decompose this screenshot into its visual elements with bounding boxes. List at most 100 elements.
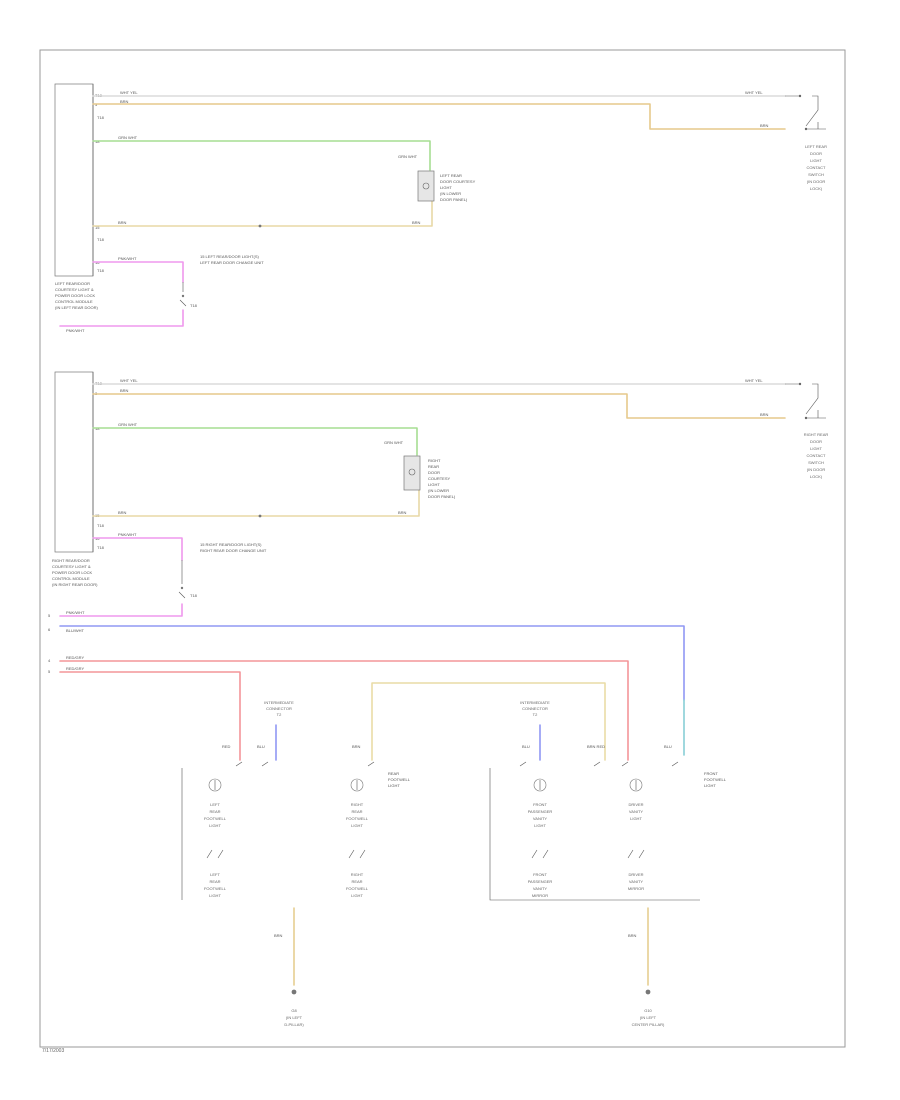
wire-label: PNK/WHT (118, 532, 137, 537)
connector-caption: CONNECTOR (522, 706, 548, 711)
lamp-caption: LEFT (210, 802, 220, 807)
switch-caption: CONTACT (806, 453, 826, 458)
wire-label: BRN (352, 744, 361, 749)
lamp-caption: DOOR (428, 470, 440, 475)
switch-caption: LIGHT (351, 893, 363, 898)
lamp-caption: REAR (209, 809, 220, 814)
circuit-note: RIGHT REAR DOOR CHANGE UNIT (200, 548, 267, 553)
module-caption: RIGHT REAR/DOOR (52, 558, 90, 563)
wire-label: BRN (398, 510, 407, 515)
connector-caption: INTERMEDIATE (520, 700, 550, 705)
switch-caption: FOOTWELL (204, 886, 227, 891)
switch-caption: FRONT (533, 872, 547, 877)
wire-label: T18 (190, 303, 198, 308)
switch-caption: DRIVER (628, 872, 643, 877)
lamp-caption: FOOTWELL (346, 816, 369, 821)
diagram-border (39, 49, 846, 1048)
switch-caption: RIGHT REAR (804, 432, 829, 437)
switch-caption: LEFT (210, 872, 220, 877)
ground-label: G8 (291, 1008, 297, 1013)
switch-caption: VANITY (629, 879, 643, 884)
lamp-caption: LIGHT (534, 823, 546, 828)
switch-caption: MIRROR (628, 886, 644, 891)
front-passenger-vanity-light (531, 778, 549, 859)
lamp-caption: LIGHT (630, 816, 642, 821)
switch-caption: DOOR (810, 439, 822, 444)
right-rear-footwell-light (348, 778, 366, 859)
wire-label: BRN (118, 220, 127, 225)
front-footwell-caption: FRONT (704, 771, 718, 776)
driver-vanity-light (627, 778, 645, 859)
ground-label: D-PILLAR) (284, 1022, 304, 1027)
wire-green-white (92, 140, 431, 171)
wire-label: WHT YEL (120, 378, 138, 383)
wire-label: BRN RED (587, 744, 605, 749)
wire-label: GRN WHT (384, 440, 404, 445)
module-caption: (IN LEFT REAR DOOR) (55, 305, 98, 310)
left-rear-footwell-light (206, 778, 224, 859)
wire-label: PNK/WHT (66, 328, 85, 333)
switch-caption: VANITY (533, 886, 547, 891)
wire-label: RED/GRY (66, 655, 84, 660)
lamp-caption: RIGHT (351, 802, 364, 807)
wire-label: BRN (760, 123, 769, 128)
module-caption: CONTROL MODULE (55, 299, 93, 304)
pin-label: 6 (48, 627, 51, 632)
switch-caption: LOCK) (810, 186, 823, 191)
lamp-caption: FOOTWELL (204, 816, 227, 821)
door-contact-switch (785, 382, 826, 420)
wire-label: BLU (664, 744, 672, 749)
wire-label: BLU (257, 744, 265, 749)
footer-date: 7/17/2003 (42, 1048, 64, 1054)
switch-caption: FOOTWELL (346, 886, 369, 891)
lamp-side-caption: LIGHT (388, 783, 400, 788)
module-caption: COURTESY LIGHT & (55, 287, 94, 292)
lamp-caption: COURTESY (428, 476, 450, 481)
wire-label: GRN WHT (118, 422, 138, 427)
pin-label: 5 (48, 669, 51, 674)
wire-pink (92, 261, 184, 283)
wire-label: GRN WHT (118, 135, 138, 140)
pin-label: T18 (97, 115, 105, 120)
lamp-caption: VANITY (533, 816, 547, 821)
switch-caption: PASSENGER (528, 879, 553, 884)
wire-brown-tan (92, 393, 786, 419)
wire-brown-lamp (92, 489, 420, 517)
switch-caption: (IN DOOR (807, 179, 826, 184)
pin-label: T18 (97, 523, 105, 528)
wire-label: BRN (274, 933, 283, 938)
module-caption: CONTROL MODULE (52, 576, 90, 581)
lamp-side-caption: REAR (388, 771, 399, 776)
lamp-caption: LIGHT (351, 823, 363, 828)
switch-caption: LIGHT (810, 446, 822, 451)
pin-label: T18 (97, 268, 105, 273)
front-footwell-caption: FOOTWELL (704, 777, 727, 782)
wire-label: BRN (118, 510, 127, 515)
wire-green-white (92, 427, 418, 456)
connector-caption: T2 (277, 712, 282, 717)
switch-caption: LOCK) (810, 474, 823, 479)
switch-caption: SWITCH (808, 460, 824, 465)
front-footwell-caption: LIGHT (704, 783, 716, 788)
wire-label: T18 (190, 593, 198, 598)
pin-label: 5 (48, 613, 51, 618)
lamp-caption: PASSENGER (528, 809, 553, 814)
lamp-caption: RIGHT (428, 458, 441, 463)
section-middle: T18 3 18 15 T18 16 T18 WHT YEL BRN GRN W… (48, 371, 829, 756)
lamp-caption: LIGHT (428, 482, 440, 487)
lamp-caption: DOOR PANEL) (428, 494, 456, 499)
switch-caption: LIGHT (209, 893, 221, 898)
lamp-caption: DOOR PANEL) (440, 197, 468, 202)
door-contact-switch (785, 94, 826, 131)
ground-label: (IN LEFT (640, 1015, 657, 1020)
lamp-caption: (IN LOWER (440, 191, 461, 196)
connector-caption: INTERMEDIATE (264, 700, 294, 705)
pin-label: T18 (97, 545, 105, 550)
section-bottom: 4 5 RED/GRY RED/GRY INTERMEDIATE CONNECT… (48, 655, 727, 1027)
wire-blue (59, 625, 685, 701)
wire-label: BRN (120, 388, 129, 393)
wire-label: BRN (412, 220, 421, 225)
switch-caption: DOOR (810, 151, 822, 156)
wire-label: PNK/WHT (66, 610, 85, 615)
switch-caption: REAR (351, 879, 362, 884)
